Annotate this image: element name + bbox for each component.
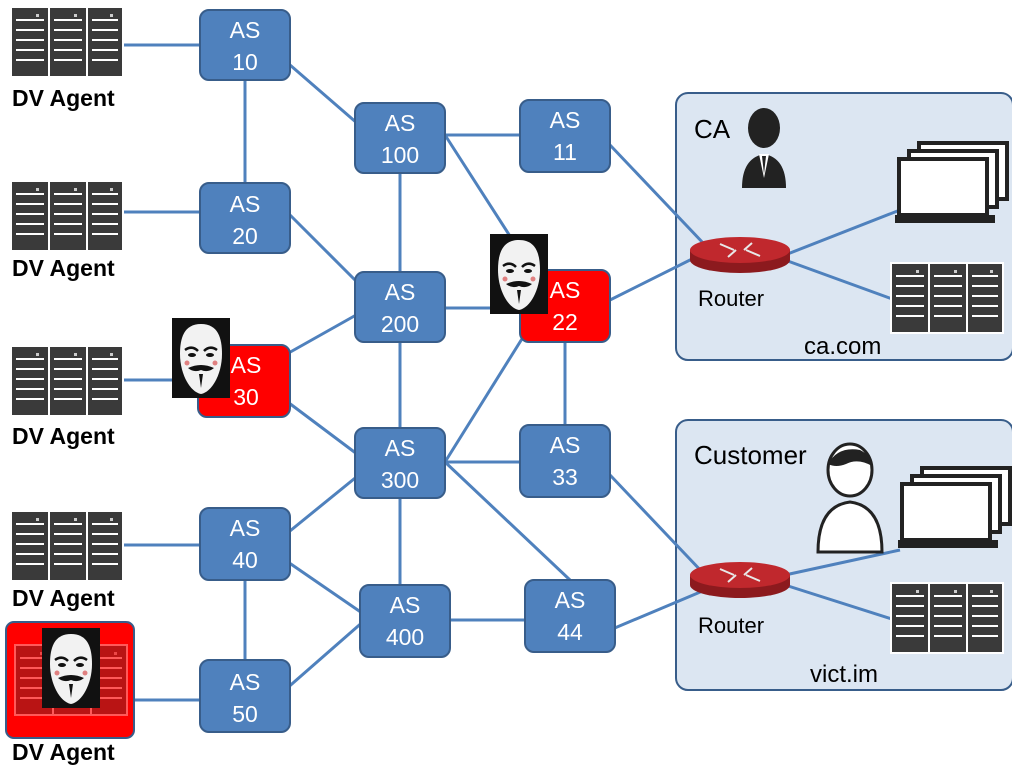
as-label: AS [390, 592, 421, 618]
as-label: AS [385, 110, 416, 136]
link [284, 618, 366, 692]
anonymous-mask-icon [488, 232, 550, 316]
link [443, 460, 572, 582]
as-label: AS [550, 432, 581, 458]
as-label: AS [550, 277, 581, 303]
as-label: AS [550, 107, 581, 133]
dv-agent-label: DV Agent [12, 85, 115, 111]
as-node-10: AS 10 [199, 9, 291, 81]
dv-agent-4: DV Agent [9, 509, 125, 611]
as-node-300: AS 300 [354, 427, 446, 499]
as-label: AS [231, 352, 262, 378]
ca-router-label: Router [698, 286, 764, 311]
as-number: 50 [232, 701, 258, 727]
link [284, 308, 366, 357]
as-number: 100 [381, 142, 419, 168]
customer-panel-title: Customer [694, 440, 807, 470]
server-rack-icon [9, 179, 125, 253]
as-node-11: AS 11 [519, 99, 611, 173]
as-node-200: AS 200 [354, 271, 446, 343]
link [284, 558, 366, 617]
anonymous-mask-icon [40, 626, 102, 710]
as-node-50: AS 50 [199, 659, 291, 733]
as-label: AS [385, 279, 416, 305]
customer-router-label: Router [698, 613, 764, 638]
link [284, 468, 366, 537]
dv-agent-3: DV Agent [9, 344, 125, 449]
as-number: 22 [552, 309, 578, 335]
customer-domain-label: vict.im [810, 661, 878, 688]
link [288, 213, 367, 292]
dv-agent-label: DV Agent [12, 423, 115, 449]
as-number: 40 [232, 547, 258, 573]
as-number: 200 [381, 311, 419, 337]
dv-agent-label: DV Agent [12, 255, 115, 281]
link [784, 583, 896, 622]
person-icon [742, 108, 786, 188]
as-node-33: AS 33 [519, 424, 611, 498]
as-node-40: AS 40 [199, 507, 291, 581]
link [284, 398, 366, 462]
as-node-20: AS 20 [199, 182, 291, 254]
as-node-100: AS 100 [354, 102, 446, 174]
link [608, 473, 707, 577]
dv-agent-label: DV Agent [12, 585, 115, 611]
router-icon [689, 236, 791, 274]
dv-agent-label: DV Agent [12, 739, 115, 765]
server-rack-icon [9, 344, 125, 418]
dv-agent-2: DV Agent [9, 179, 125, 281]
link [609, 588, 706, 632]
as-number: 20 [232, 223, 258, 249]
anonymous-mask-icon [170, 316, 232, 400]
ca-domain-label: ca.com [804, 333, 881, 360]
as-label: AS [555, 587, 586, 613]
as-node-400: AS 400 [359, 584, 451, 658]
link [784, 548, 901, 577]
ca-panel-title: CA [694, 114, 731, 144]
as-number: 300 [381, 467, 419, 493]
link [784, 208, 901, 257]
as-number: 33 [552, 464, 578, 490]
as-number: 400 [386, 624, 424, 650]
dv-agent-5: DV Agent [5, 621, 135, 765]
as-node-44: AS 44 [524, 579, 616, 653]
as-label: AS [230, 515, 261, 541]
as-label: AS [230, 17, 261, 43]
person-icon [816, 442, 884, 554]
dv-agent-1: DV Agent [9, 5, 125, 111]
server-rack-icon [889, 581, 1005, 655]
server-rack-icon [9, 509, 125, 583]
link [784, 258, 896, 302]
link [609, 253, 701, 302]
network-links [115, 43, 901, 702]
as-number: 11 [553, 139, 577, 165]
as-number: 30 [233, 384, 259, 410]
router-icon [689, 561, 791, 599]
as-label: AS [385, 435, 416, 461]
link [608, 143, 707, 247]
as-label: AS [230, 669, 261, 695]
as-number: 10 [232, 49, 258, 75]
as-number: 44 [557, 619, 583, 645]
link [289, 63, 366, 132]
as-label: AS [230, 191, 261, 217]
server-rack-icon [889, 261, 1005, 335]
server-rack-icon [9, 5, 125, 79]
